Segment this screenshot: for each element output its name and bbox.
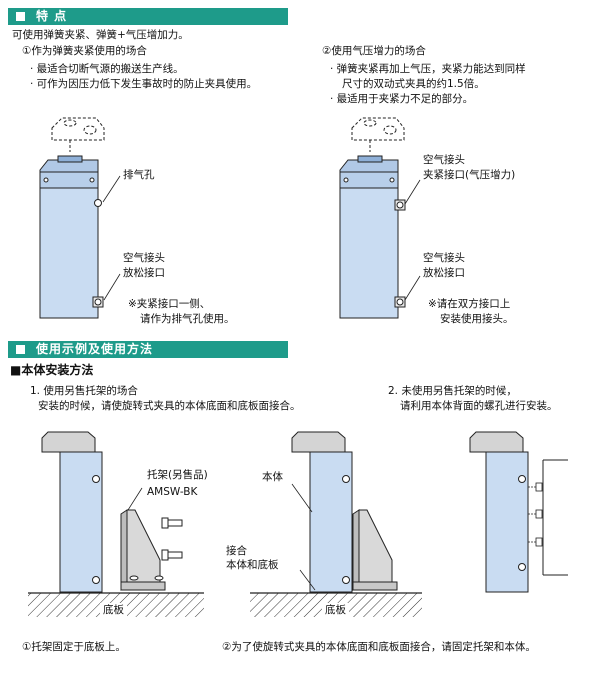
fig2-label-joint: 接合 [226, 545, 247, 557]
fig1-screws [161, 517, 183, 561]
left-bullet-2: · 可作为因压力低下发生事故时的防止夹具使用。 [30, 78, 258, 90]
fig1-bracket [120, 509, 166, 591]
fig1-clamp [41, 431, 103, 593]
right-bullet-1: · 弹簧夹紧再加上气压，夹紧力能达到同样 [330, 63, 526, 75]
header-square-icon [16, 345, 25, 354]
usage-header-title: 使用示例及使用方法 [36, 342, 154, 356]
fig3-clamp [469, 431, 529, 593]
right-bullet-2: 尺寸的双动式夹具的约1.5倍。 [342, 78, 485, 90]
right-bullet-3: · 最适用于夹紧力不足的部分。 [330, 93, 474, 105]
left-label-release: 放松接口 [123, 267, 165, 279]
fig1-label-bracket: 托架(另售品) [147, 469, 208, 481]
left-note-2: 请作为排气孔使用。 [140, 313, 235, 325]
fig1-label-model: AMSW-BK [147, 486, 198, 498]
fig3-bolts [528, 482, 543, 547]
right-note-1: ※请在双方接口上 [428, 298, 511, 310]
usage-item2-line1: 2. 未使用另售托架的时候， [388, 385, 517, 397]
right-title: ②使用气压增力的场合 [322, 45, 426, 57]
fig2-bracket [352, 509, 398, 591]
right-label-air-joint-bottom: 空气接头 [423, 252, 465, 264]
features-header-title: 特 点 [36, 9, 68, 23]
right-clamp-body [339, 155, 406, 319]
usage-section-title: ■本体安装方法 [10, 363, 94, 377]
fig2-clamp [291, 431, 353, 593]
left-bullet-1: · 最适合切断气源的搬送生产线。 [30, 63, 184, 75]
features-header: 特 点 [8, 8, 288, 25]
usage-item2-line2: 请利用本体背面的螺孔进行安装。 [400, 400, 558, 412]
left-label-exhaust: 排气孔 [123, 169, 155, 181]
fig1-label-base: 底板 [100, 603, 127, 617]
left-label-air-joint: 空气接头 [123, 252, 165, 264]
left-title: ①作为弹簧夹紧使用的场合 [22, 45, 147, 57]
usage-header: 使用示例及使用方法 [8, 341, 288, 358]
header-square-icon [16, 12, 25, 21]
left-note-1: ※夹紧接口一侧、 [128, 298, 211, 310]
usage-item1-line1: 1. 使用另售托架的场合 [30, 385, 138, 397]
usage-item1-line2: 安装的时候，请使旋转式夹具的本体底面和底板面接合。 [38, 400, 301, 412]
right-label-clamp-port: 夹紧接口(气压增力) [423, 169, 516, 181]
fig2-caption: ②为了使旋转式夹具的本体底面和底板面接合，请固定托架和本体。 [222, 641, 536, 653]
right-note-2: 安装使用接头。 [440, 313, 514, 325]
features-intro: 可使用弹簧夹紧、弹簧+气压增加力。 [12, 29, 189, 41]
fig2-label-base: 底板 [322, 603, 349, 617]
right-label-air-joint-top: 空气接头 [423, 154, 465, 166]
fig1-caption: ①托架固定于底板上。 [22, 641, 126, 653]
right-label-release: 放松接口 [423, 267, 465, 279]
left-clamp-body [39, 155, 104, 319]
fig2-label-body: 本体 [262, 471, 283, 483]
fig2-label-joint-detail: 本体和底板 [226, 559, 279, 571]
